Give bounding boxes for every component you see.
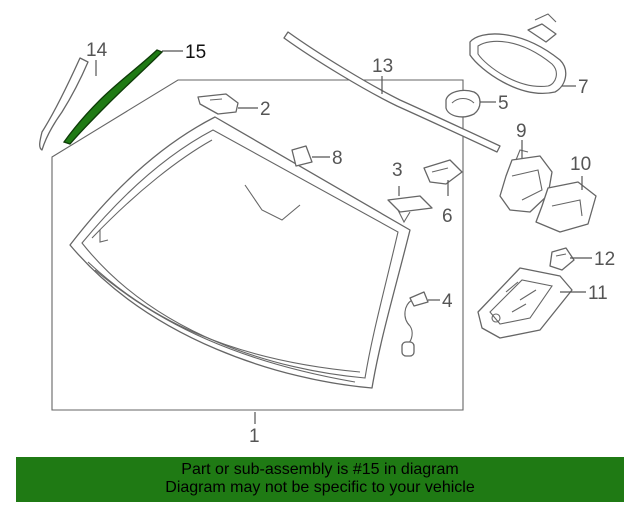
part-6-bracket — [423, 159, 463, 185]
part-14-molding — [39, 57, 89, 151]
callout-5: 5 — [498, 93, 509, 114]
part-4-harness — [401, 291, 429, 357]
callout-8: 8 — [332, 148, 343, 169]
part-3-pad — [387, 195, 433, 224]
windshield-glass — [69, 116, 411, 389]
part-15-molding-highlighted — [62, 49, 164, 145]
callout-11: 11 — [588, 283, 608, 304]
callout-10: 10 — [570, 154, 591, 175]
part-11-console — [477, 267, 573, 339]
part-5-cover — [445, 89, 481, 118]
callout-3: 3 — [392, 160, 403, 181]
part-12-switch — [549, 247, 575, 271]
callout-15: 15 — [185, 42, 206, 63]
callout-4: 4 — [442, 291, 453, 312]
callout-14: 14 — [86, 40, 108, 61]
part-13-molding — [283, 31, 501, 153]
callout-13: 13 — [372, 56, 393, 77]
leader-lines — [95, 50, 592, 424]
part-10-cover — [535, 181, 597, 233]
part-8-clip — [291, 145, 313, 167]
info-banner: Part or sub-assembly is #15 in diagram D… — [16, 457, 624, 502]
callout-12: 12 — [594, 249, 615, 270]
part-9-housing — [499, 149, 553, 213]
assembly-boundary-box — [51, 79, 464, 411]
part-2-bracket — [197, 93, 239, 115]
callout-1: 1 — [249, 426, 260, 447]
callout-2: 2 — [260, 99, 271, 120]
callout-9: 9 — [516, 121, 527, 142]
callout-labels: 1 2 3 4 5 6 7 8 9 10 11 12 13 14 15 — [86, 40, 615, 447]
callout-6: 6 — [442, 206, 453, 227]
banner-line-2: Diagram may not be specific to your vehi… — [165, 479, 475, 496]
callout-7: 7 — [578, 77, 589, 98]
part-7-mirror — [469, 13, 567, 94]
banner-line-1: Part or sub-assembly is #15 in diagram — [181, 461, 459, 478]
parts-diagram: 1 2 3 4 5 6 7 8 9 10 11 12 13 14 15 — [39, 13, 615, 447]
